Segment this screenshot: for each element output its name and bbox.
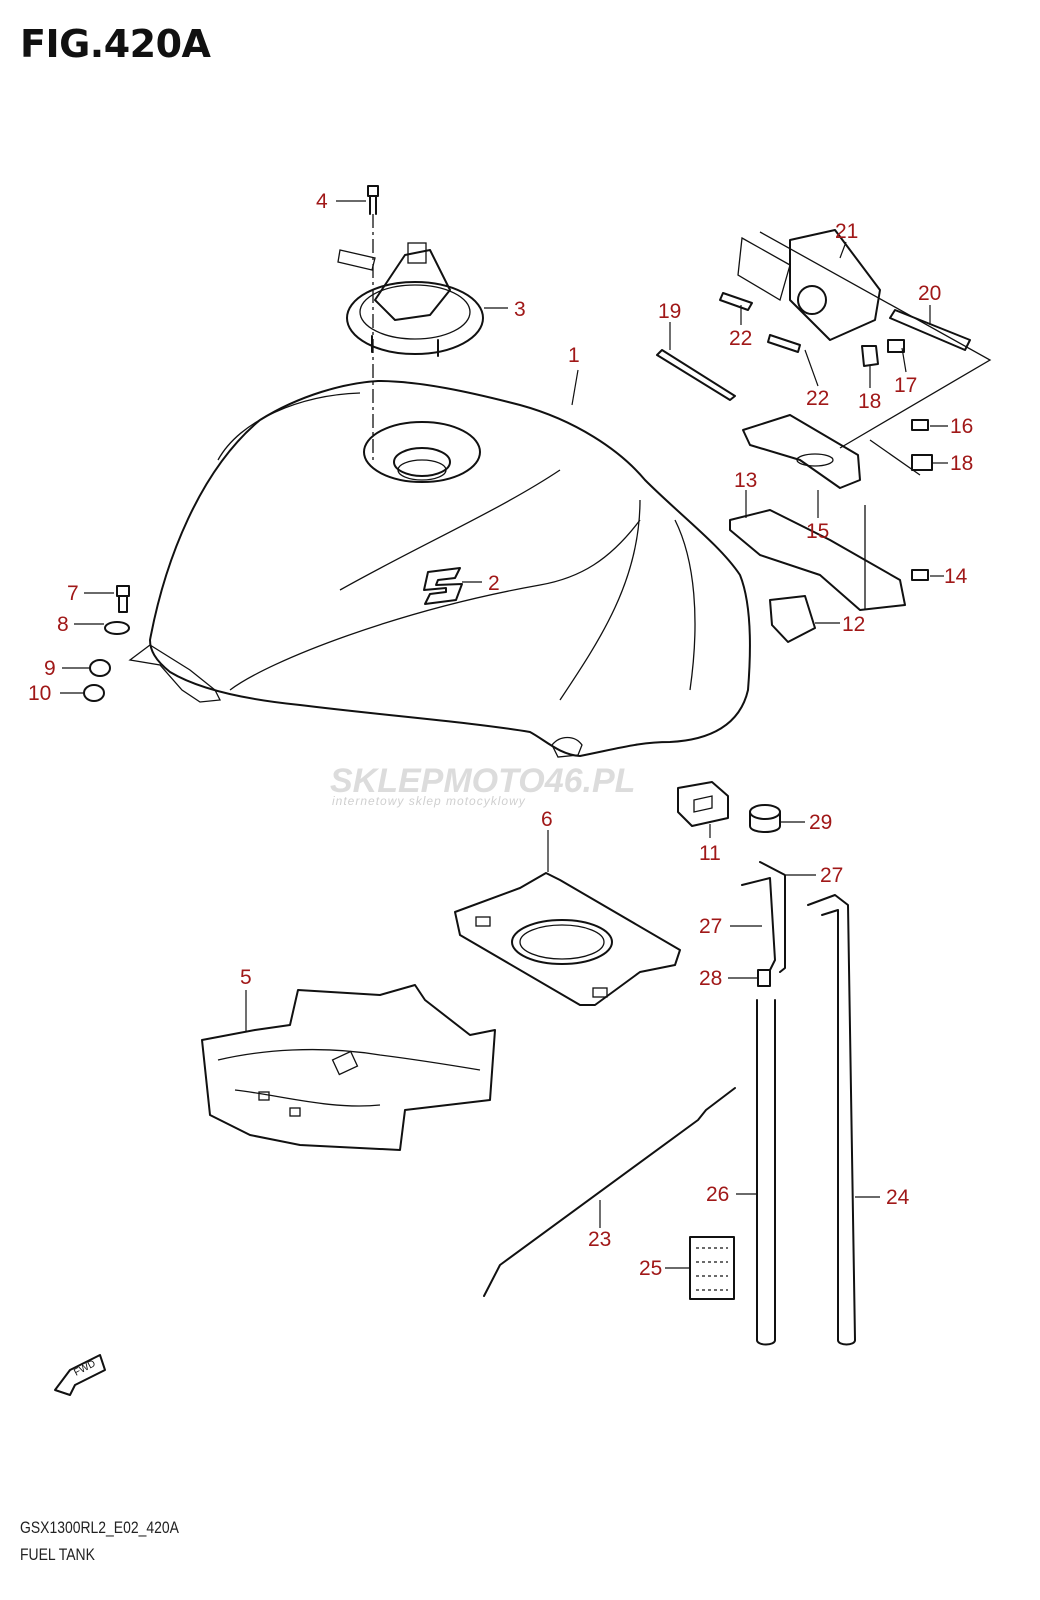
cap-bolt xyxy=(367,185,379,215)
callout-18a: 18 xyxy=(858,390,881,413)
callout-21: 21 xyxy=(835,220,858,243)
fwd-arrow: FWD xyxy=(54,1354,106,1396)
support-rod xyxy=(483,1087,736,1297)
callout-2: 2 xyxy=(488,572,500,595)
callout-6: 6 xyxy=(541,808,553,831)
callout-15: 15 xyxy=(806,520,829,543)
callout-19: 19 xyxy=(658,300,681,323)
fuel-tank xyxy=(128,380,751,758)
heat-shield-sheet xyxy=(201,984,496,1151)
section-name: FUEL TANK xyxy=(20,1545,95,1564)
callout-10: 10 xyxy=(28,682,51,705)
callout-27a: 27 xyxy=(820,864,843,887)
callout-24: 24 xyxy=(886,1186,910,1209)
fuel-cap xyxy=(337,242,484,357)
hinge-bracket-assembly xyxy=(656,229,971,643)
callout-16: 16 xyxy=(950,415,973,438)
callout-14: 14 xyxy=(944,565,968,588)
callout-1: 1 xyxy=(568,344,580,367)
leader-lines xyxy=(60,200,948,1269)
callout-13: 13 xyxy=(734,469,757,492)
callout-numbers: 1 2 3 4 5 6 7 8 9 10 11 12 13 14 15 16 1… xyxy=(28,190,973,1280)
callout-20: 20 xyxy=(918,282,941,305)
callout-25: 25 xyxy=(639,1257,662,1280)
callout-18b: 18 xyxy=(950,452,973,475)
callout-12: 12 xyxy=(842,613,865,636)
callout-23: 23 xyxy=(588,1228,611,1251)
callout-3: 3 xyxy=(514,298,526,321)
callout-26: 26 xyxy=(706,1183,729,1206)
tank-emblem xyxy=(423,567,463,605)
callout-17: 17 xyxy=(894,374,917,397)
callout-22a: 22 xyxy=(729,327,752,350)
watermark-tagline: internetowy sklep motocyklowy xyxy=(332,794,526,808)
callout-27b: 27 xyxy=(699,915,722,938)
callout-29: 29 xyxy=(809,811,832,834)
watermark-brand: SKLEPMOTO46.PL xyxy=(330,762,635,800)
adhesive-tape xyxy=(689,1236,735,1300)
callout-4: 4 xyxy=(316,190,328,213)
tank-plate xyxy=(454,872,681,1006)
callout-5: 5 xyxy=(240,966,252,989)
collar xyxy=(749,804,781,833)
callout-9: 9 xyxy=(44,657,56,680)
rubber-cushion xyxy=(677,781,729,827)
callout-28: 28 xyxy=(699,967,722,990)
figure-title: FIG.420A xyxy=(20,22,211,66)
callout-8: 8 xyxy=(57,613,69,636)
breather-hoses xyxy=(741,861,856,1346)
watermark: SKLEPMOTO46.PL internetowy sklep motocyk… xyxy=(330,762,635,808)
front-mount-hardware xyxy=(83,585,130,702)
model-code: GSX1300RL2_E02_420A xyxy=(20,1518,179,1537)
callout-7: 7 xyxy=(67,582,79,605)
callout-11: 11 xyxy=(699,842,721,865)
callout-22b: 22 xyxy=(806,387,829,410)
